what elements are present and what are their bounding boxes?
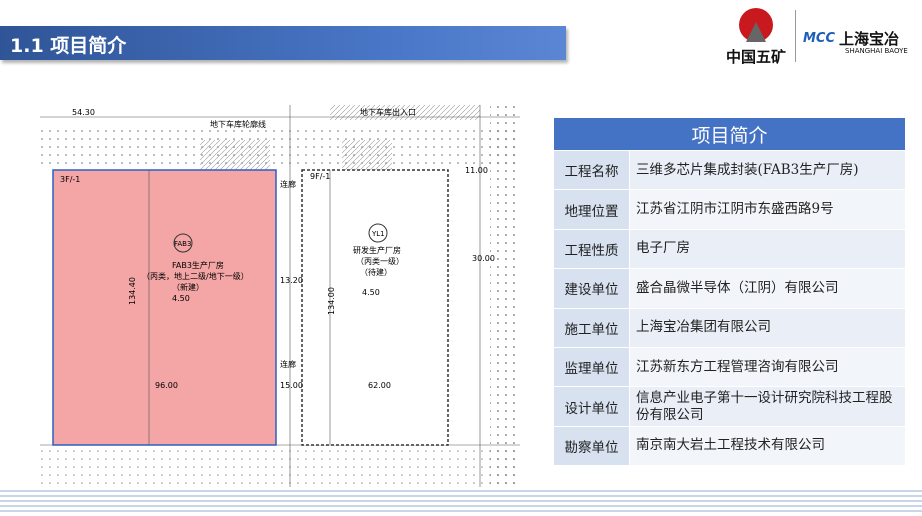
table-row: 监理单位江苏新东方工程管理咨询有限公司 — [553, 346, 906, 388]
row-label: 勘察单位 — [553, 425, 630, 467]
emblem-icon — [739, 8, 773, 42]
row-value: 江苏省江阴市江阴市东盛西路9号 — [629, 189, 906, 230]
logo-text: 中国五矿 — [725, 48, 786, 66]
fab3-name: FAB3生产厂房 — [172, 260, 224, 270]
table-row: 建设单位盛合晶微半导体（江阴）有限公司 — [553, 268, 906, 309]
row-label: 工程性质 — [553, 228, 630, 270]
table-row: 设计单位信息产业电子第十一设计研究院科技工程股份有限公司 — [553, 386, 906, 427]
fab3-width: 96.00 — [155, 381, 178, 390]
yl1-length: 134.00 — [327, 287, 336, 315]
fab3-building — [52, 169, 277, 446]
row-value: 南京南大岩土工程技术有限公司 — [629, 425, 906, 467]
row-label: 设计单位 — [553, 386, 630, 427]
dim-top: 54.30 — [72, 108, 95, 117]
corridor-label: 连廊 — [280, 179, 296, 189]
row-value: 上海宝冶集团有限公司 — [629, 307, 906, 348]
row-value: 信息产业电子第十一设计研究院科技工程股份有限公司 — [629, 386, 906, 427]
table-title: 项目简介 — [553, 117, 906, 151]
row-label: 施工单位 — [553, 307, 630, 348]
dim-gap2: 15.00 — [280, 381, 303, 390]
yl1-class: （丙类一级） — [356, 256, 404, 266]
dim-right2: 30.00 — [472, 254, 495, 263]
china-minmetals-logo: 中国五矿 — [716, 8, 796, 66]
garage-outline-label: 地下车库轮廓线 — [210, 119, 266, 129]
table-row: 工程性质电子厂房 — [553, 228, 906, 270]
project-info-table: 项目简介 工程名称三维多芯片集成封装(FAB3生产厂房) 地理位置江苏省江阴市江… — [553, 117, 906, 467]
mcc-mark: MCC — [803, 31, 836, 46]
site-plan-drawing: 地下车库轮廓线 地下车库出入口 3F/-1 9F/-1 FAB3 FAB3生产厂… — [40, 105, 520, 487]
dim-right: 11.00 — [465, 166, 488, 175]
row-label: 监理单位 — [553, 346, 630, 388]
yl1-building — [301, 169, 449, 446]
row-value: 盛合晶微半导体（江阴）有限公司 — [629, 268, 906, 309]
table-row: 施工单位上海宝冶集团有限公司 — [553, 307, 906, 348]
yl1-width: 62.00 — [368, 381, 391, 390]
logo-divider — [795, 10, 796, 62]
fab3-class: （丙类，地上二级/地下一级） — [142, 271, 249, 281]
row-value: 江苏新东方工程管理咨询有限公司 — [629, 346, 906, 388]
row-label: 建设单位 — [553, 268, 630, 309]
section-title-bar: 1.1 项目简介 — [0, 26, 566, 60]
fab3-floors: 3F/-1 — [60, 175, 80, 184]
footer-stripes — [0, 490, 922, 516]
dim-gap: 13.20 — [280, 276, 303, 285]
row-value: 三维多芯片集成封装(FAB3生产厂房) — [629, 149, 906, 191]
corridor-label-2: 连廊 — [280, 359, 296, 369]
logo-cn: 上海宝冶 — [839, 30, 900, 48]
fab3-tag: FAB3 — [174, 240, 191, 248]
fab3-status: （新建） — [172, 282, 204, 292]
table-row: 勘察单位南京南大岩土工程技术有限公司 — [553, 425, 906, 467]
row-value: 电子厂房 — [629, 228, 906, 270]
yl1-status: （待建） — [360, 267, 392, 277]
logo-en: SHANGHAI BAOYE — [845, 47, 908, 55]
section-title: 1.1 项目简介 — [10, 35, 127, 57]
table-row: 工程名称三维多芯片集成封装(FAB3生产厂房) — [553, 149, 906, 191]
yl1-name: 研发生产厂房 — [353, 245, 401, 255]
fab3-length: 134.40 — [128, 277, 137, 305]
fab3-elevation: 4.50 — [172, 294, 190, 303]
table-row: 地理位置江苏省江阴市江阴市东盛西路9号 — [553, 189, 906, 230]
yl1-elevation: 4.50 — [362, 288, 380, 297]
garage-entrance-label: 地下车库出入口 — [360, 107, 416, 117]
row-label: 地理位置 — [553, 189, 630, 230]
yl1-tag: YL1 — [371, 230, 385, 238]
yl1-floors: 9F/-1 — [310, 172, 330, 181]
row-label: 工程名称 — [553, 149, 630, 191]
